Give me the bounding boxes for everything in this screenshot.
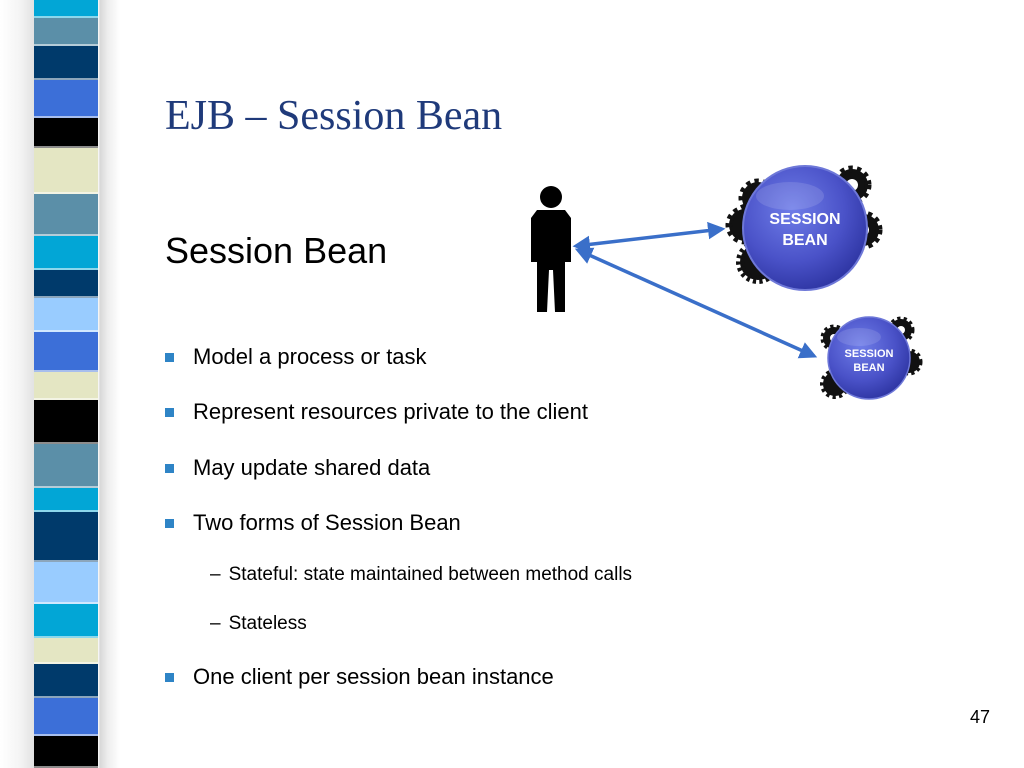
stripe: [34, 298, 98, 332]
slide-title: EJB – Session Bean: [165, 93, 503, 139]
dash-marker: –: [210, 613, 221, 634]
bullet-item: One client per session bean instance: [165, 664, 554, 690]
sub-bullet-text: Stateful: state maintained between metho…: [228, 564, 633, 585]
bullet-item: Model a process or task: [165, 344, 427, 370]
bullet-text: Two forms of Session Bean: [193, 510, 461, 535]
slide-subtitle: Session Bean: [165, 230, 388, 271]
gear-sphere-icon: [820, 316, 923, 400]
person-silhouette-icon: [531, 186, 571, 312]
bullet-text: Represent resources private to the clien…: [193, 399, 588, 424]
sub-bullet-text: Stateless: [228, 613, 307, 634]
square-bullet-icon: [165, 463, 174, 473]
stripe: [34, 194, 98, 236]
stripe: [34, 80, 98, 118]
sub-bullet-item: – Stateful: state maintained between met…: [210, 564, 632, 586]
color-stripe-column: [34, 0, 98, 768]
bullet-item: Represent resources private to the clien…: [165, 399, 588, 425]
stripe: [34, 698, 98, 736]
arrow-to-large-bean: [572, 221, 726, 254]
stripe: [34, 604, 98, 638]
large-bean-label-line2: BEAN: [782, 232, 827, 249]
square-bullet-icon: [165, 352, 174, 362]
square-bullet-icon: [165, 518, 174, 528]
bullet-text: Model a process or task: [193, 344, 427, 369]
stripe: [34, 0, 98, 18]
decorative-side-band: [0, 0, 120, 768]
stripe: [34, 270, 98, 298]
stripe: [34, 400, 98, 444]
stripe: [34, 148, 98, 194]
stripe: [34, 444, 98, 488]
stripe: [34, 736, 98, 768]
large-bean-label-line1: SESSION: [769, 211, 840, 228]
stripe: [34, 332, 98, 372]
stripe: [34, 372, 98, 400]
small-bean-label-line1: SESSION: [845, 348, 894, 360]
stripe: [34, 46, 98, 80]
arrow-to-small-bean: [574, 247, 818, 359]
stripe: [34, 18, 98, 46]
bullet-text: One client per session bean instance: [193, 664, 554, 689]
square-bullet-icon: [165, 672, 174, 682]
stripe: [34, 638, 98, 664]
stripe: [34, 488, 98, 512]
stripe: [34, 664, 98, 698]
page-number: 47: [969, 707, 990, 727]
stripe: [34, 562, 98, 604]
gear-sphere-icon: [725, 165, 883, 291]
square-bullet-icon: [165, 407, 174, 417]
stripe: [34, 512, 98, 562]
stripe: [34, 118, 98, 148]
stripe: [34, 236, 98, 270]
bullet-item: May update shared data: [165, 455, 430, 481]
bullet-text: May update shared data: [193, 455, 431, 480]
small-bean-label-line2: BEAN: [853, 362, 884, 374]
bullet-item: Two forms of Session Bean: [165, 510, 461, 536]
dash-marker: –: [210, 564, 221, 585]
sub-bullet-item: – Stateless: [210, 613, 307, 635]
